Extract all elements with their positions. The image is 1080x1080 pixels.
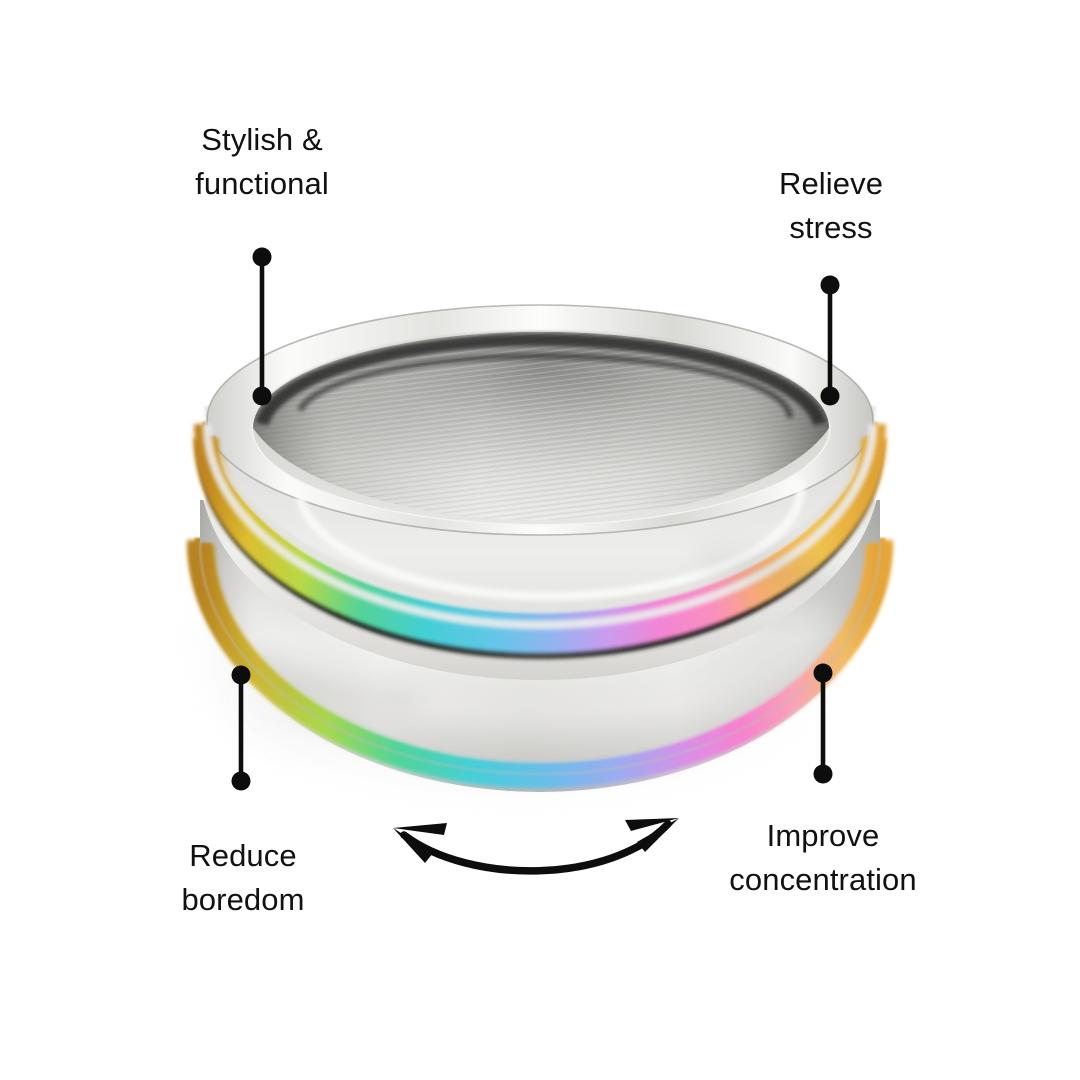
ring-silhouette-edges [199,541,881,775]
dot-icon [252,247,272,267]
band-highlights [228,546,872,729]
callout-label-reduce-boredom: Reduce boredom [181,838,305,918]
ring-inner-bore [253,332,829,601]
leader-line-relieve-stress [820,275,840,406]
leader-line-improve-concentration [813,663,833,784]
dot-icon [813,764,833,784]
dot-icon [820,275,840,295]
leader-line-stylish-functional [252,247,272,406]
dot-icon [231,665,251,685]
upper-stripe-front [193,423,887,659]
dot-icon [231,771,251,791]
callout-label-stylish-functional: Stylish & functional [195,122,329,202]
rotate-arrow-icon [393,818,679,875]
dot-icon [820,386,840,406]
callout-label-improve-concentration: Improve concentration [729,818,917,898]
ring-geometry [187,304,893,792]
dot-icon [252,386,272,406]
ring-front-face [200,500,880,792]
dot-icon [813,663,833,683]
callout-label-relieve-stress: Relieve stress [778,166,884,246]
leader-line-reduce-boredom [231,665,251,791]
